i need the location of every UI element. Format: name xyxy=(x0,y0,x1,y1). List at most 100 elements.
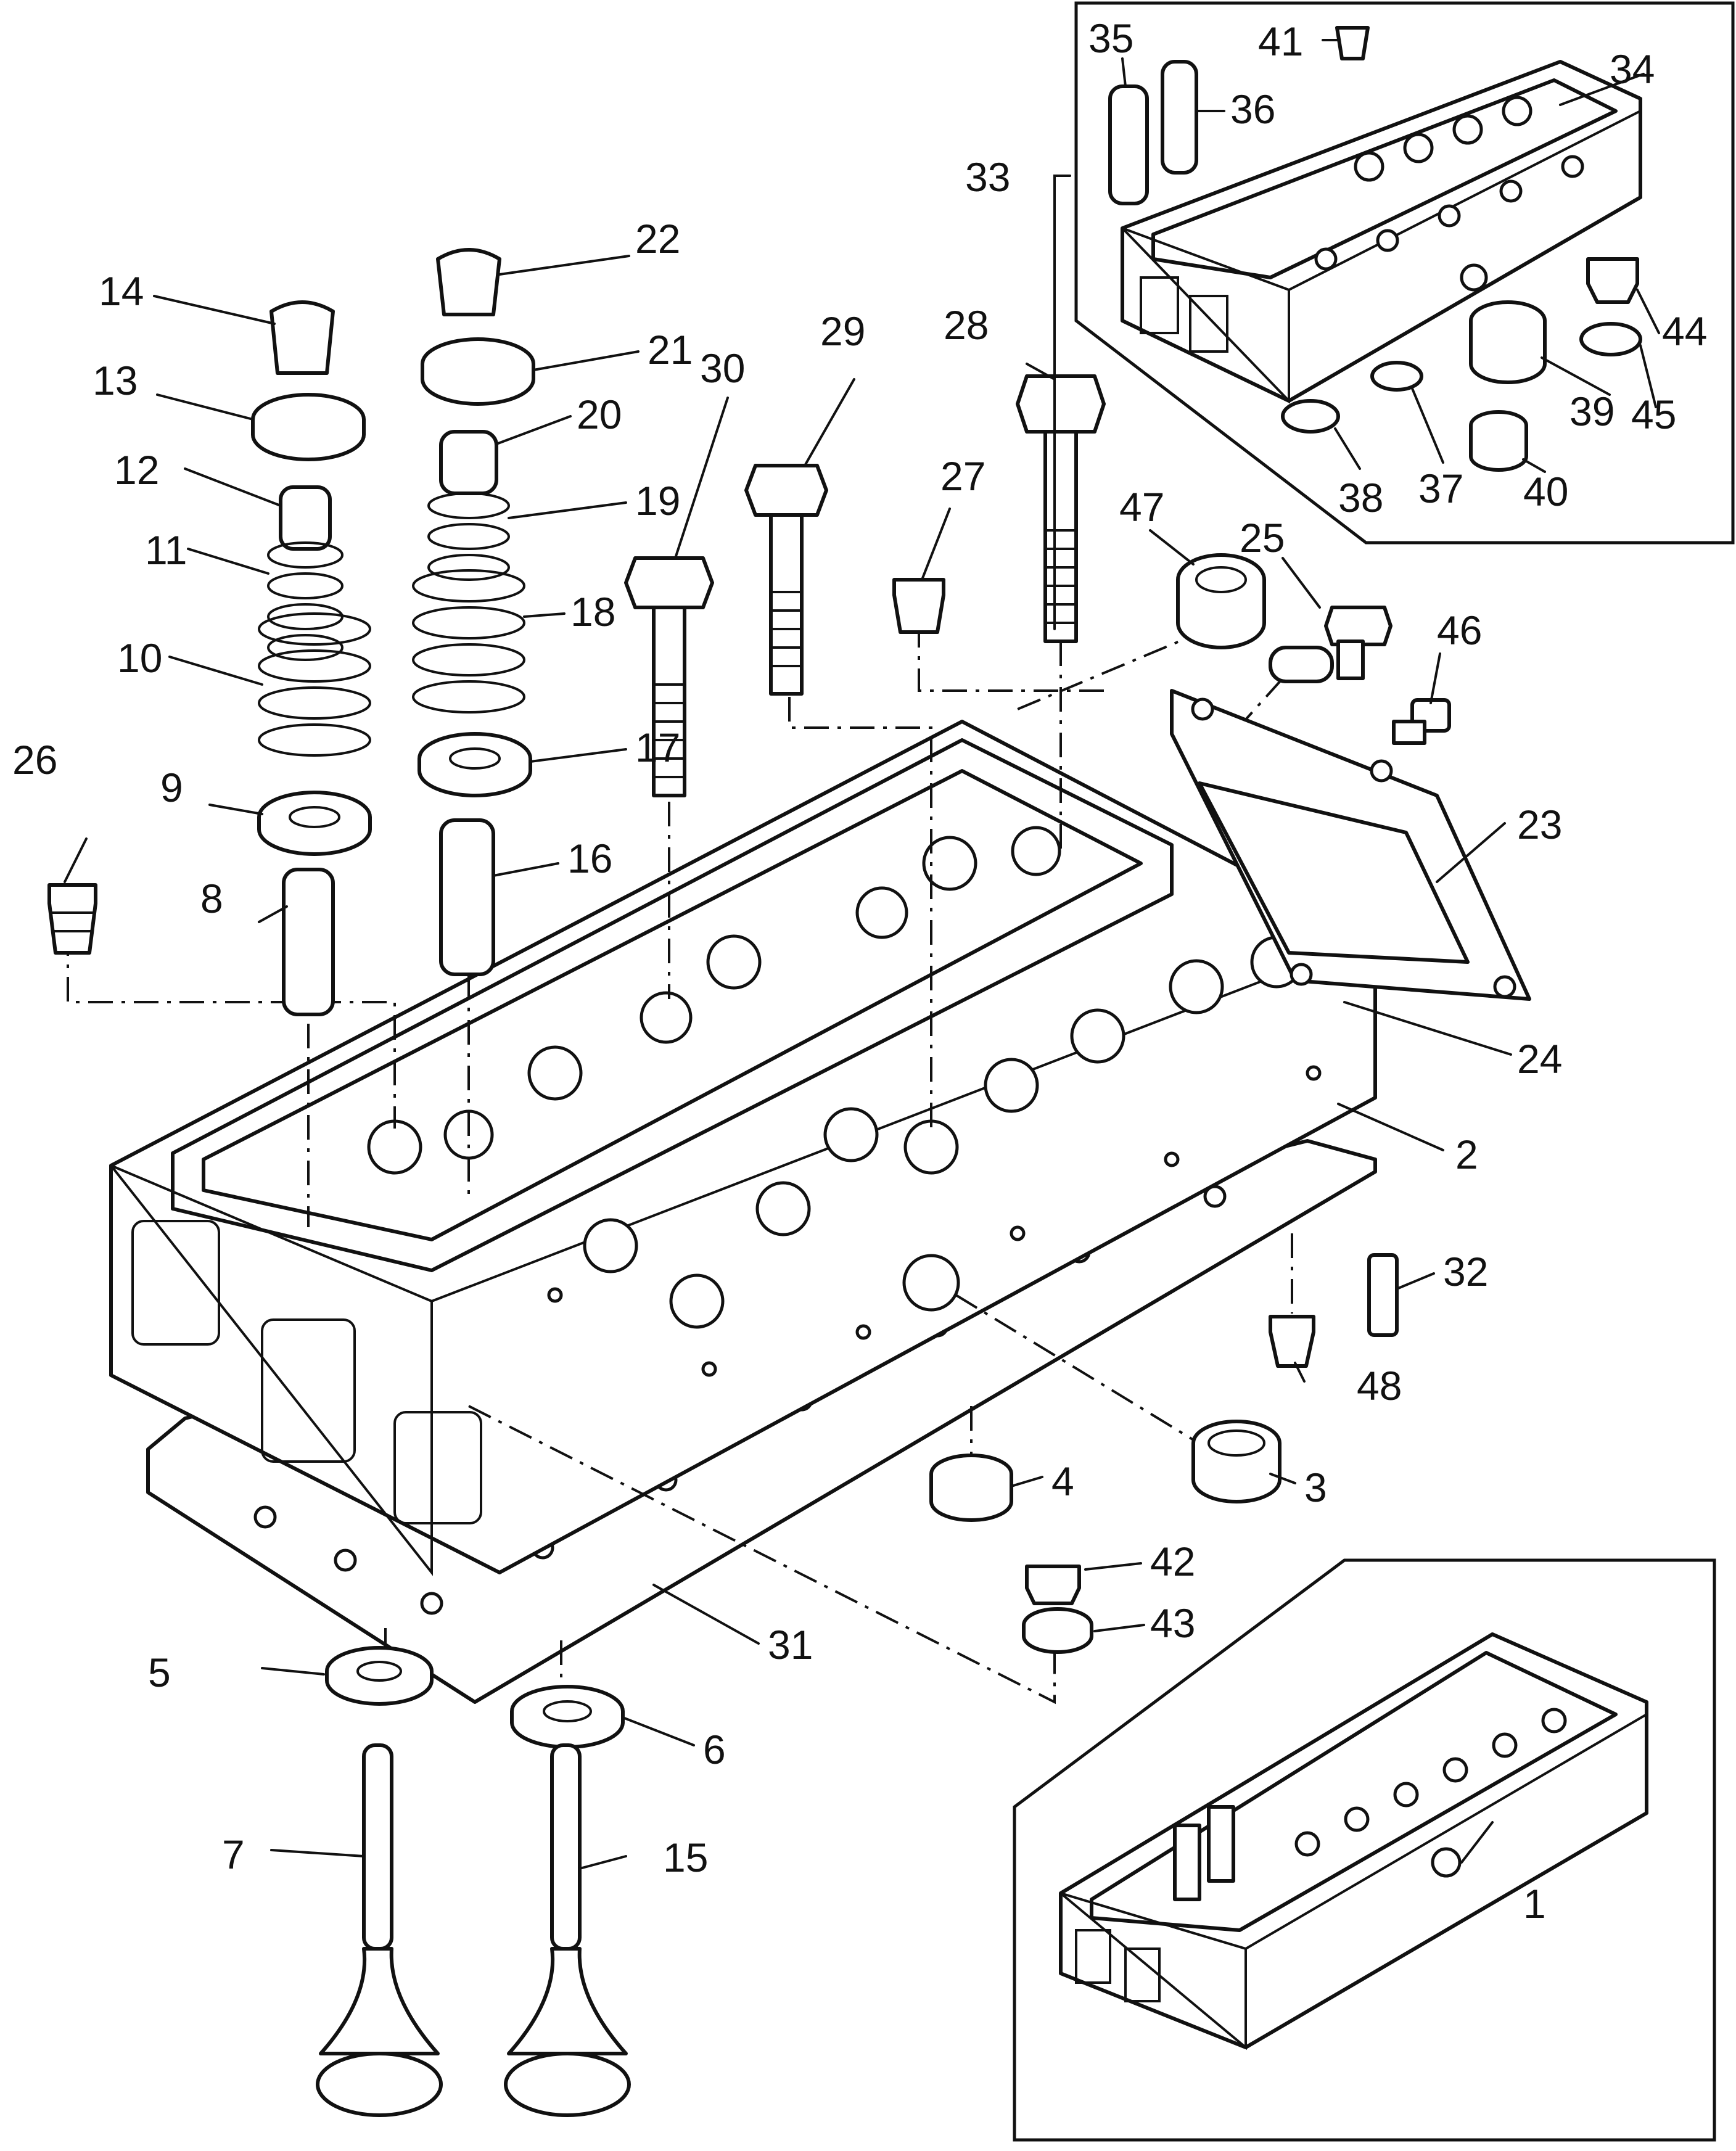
callout-39: 39 xyxy=(1569,389,1615,434)
plug-42 xyxy=(1025,1565,1081,1605)
callout-16: 16 xyxy=(567,836,612,881)
callout-17: 17 xyxy=(635,725,680,770)
washer-5 xyxy=(325,1646,434,1706)
callout-11: 11 xyxy=(145,527,187,573)
callout-43: 43 xyxy=(1150,1600,1195,1646)
callout-9: 9 xyxy=(160,765,183,810)
inset-box-bare-head xyxy=(1074,1,1735,545)
callout-36: 36 xyxy=(1230,86,1275,132)
callout-35: 35 xyxy=(1088,15,1133,61)
plug-46 xyxy=(1392,698,1451,745)
callout-10: 10 xyxy=(117,635,162,681)
callout-46: 46 xyxy=(1437,607,1482,653)
callout-18: 18 xyxy=(570,589,615,635)
inset-washer-45 xyxy=(1579,322,1642,356)
valve-7 xyxy=(316,1743,443,2117)
callout-20: 20 xyxy=(577,392,622,437)
inset-box-assembled-head xyxy=(1013,1558,1716,2142)
callout-1: 1 xyxy=(1523,1881,1546,1927)
plug-4 xyxy=(929,1454,1013,1522)
spring-cap-13 xyxy=(251,393,366,461)
callout-2: 2 xyxy=(1455,1132,1478,1177)
callout-14: 14 xyxy=(99,268,144,314)
bolt-25 xyxy=(1269,606,1393,683)
leader-lines xyxy=(64,39,1660,1870)
inset-washer-38 xyxy=(1281,399,1340,434)
callout-29: 29 xyxy=(820,308,865,354)
valve-guide-16 xyxy=(439,818,495,976)
axis-plug-47 xyxy=(1017,628,1209,710)
spring-cap-21 xyxy=(421,337,535,406)
outer-spring-18 xyxy=(412,569,525,714)
callout-23: 23 xyxy=(1517,802,1562,847)
side-cover-plate-23 xyxy=(1170,689,1531,1001)
inset-plug-44 xyxy=(1586,257,1639,304)
bolt-30 xyxy=(624,556,714,797)
inset-bare-cylinder-head xyxy=(1121,60,1642,404)
outer-spring-10 xyxy=(258,612,371,757)
callout-19: 19 xyxy=(635,478,680,524)
inset-plug-41 xyxy=(1335,26,1370,60)
callout-37: 37 xyxy=(1418,466,1463,511)
callout-48: 48 xyxy=(1357,1363,1402,1409)
callout-47: 47 xyxy=(1119,484,1164,530)
callout-7: 7 xyxy=(222,1832,245,1877)
callout-41: 41 xyxy=(1258,19,1303,64)
callout-34: 34 xyxy=(1610,46,1655,92)
axis-plug-27 xyxy=(918,623,1110,692)
callout-22: 22 xyxy=(635,216,680,261)
inner-spring-19 xyxy=(427,492,510,581)
callout-3: 3 xyxy=(1304,1465,1327,1510)
callout-31: 31 xyxy=(768,1622,813,1668)
callout-44: 44 xyxy=(1662,308,1707,354)
callout-12: 12 xyxy=(114,447,159,493)
axis-plug-3 xyxy=(955,1294,1210,1450)
collet-14 xyxy=(269,300,335,375)
collet-22 xyxy=(436,248,501,316)
washer-17 xyxy=(418,732,532,797)
callout-30: 30 xyxy=(700,345,745,391)
washer-9 xyxy=(257,791,372,856)
callout-26: 26 xyxy=(12,737,57,783)
callout-38: 38 xyxy=(1338,475,1383,520)
dowel-48 xyxy=(1269,1315,1315,1368)
callout-27: 27 xyxy=(940,453,985,499)
seal-12 xyxy=(279,485,332,551)
washer-43 xyxy=(1022,1607,1093,1654)
callout-28: 28 xyxy=(944,302,989,348)
inset-guide-36 xyxy=(1161,60,1198,175)
axis-plug-26 xyxy=(67,931,396,1129)
cylinder-head xyxy=(109,720,1377,1576)
dowel-32 xyxy=(1367,1253,1399,1337)
callout-45: 45 xyxy=(1631,392,1676,437)
plug-26 xyxy=(47,883,97,955)
callout-24: 24 xyxy=(1517,1036,1562,1082)
axis-plug-42 xyxy=(468,1405,1056,1705)
callout-5: 5 xyxy=(148,1650,171,1695)
inset-guide-35 xyxy=(1108,84,1149,205)
plug-47 xyxy=(1176,553,1266,649)
plug-3 xyxy=(1191,1420,1281,1503)
callout-6: 6 xyxy=(703,1727,726,1772)
inset-plug-39 xyxy=(1469,300,1547,384)
callout-4: 4 xyxy=(1051,1458,1074,1504)
valve-15 xyxy=(504,1743,631,2117)
inset-assembled-cylinder-head xyxy=(1059,1632,1648,2050)
callout-15: 15 xyxy=(663,1835,708,1880)
axis-bolt-29 xyxy=(788,697,932,1135)
callout-33: 33 xyxy=(965,154,1010,200)
washer-6 xyxy=(510,1685,625,1749)
inset-washer-37 xyxy=(1370,361,1423,392)
seal-20 xyxy=(439,430,498,495)
callout-40: 40 xyxy=(1523,469,1568,514)
bolt-28 xyxy=(1016,374,1106,643)
callout-32: 32 xyxy=(1443,1249,1488,1294)
callout-42: 42 xyxy=(1150,1539,1195,1584)
callout-25: 25 xyxy=(1240,515,1285,561)
callout-21: 21 xyxy=(648,327,693,372)
inset-plug-40 xyxy=(1469,410,1528,472)
callout-13: 13 xyxy=(93,358,138,403)
valve-guide-8 xyxy=(282,868,335,1016)
callout-8: 8 xyxy=(200,876,223,921)
